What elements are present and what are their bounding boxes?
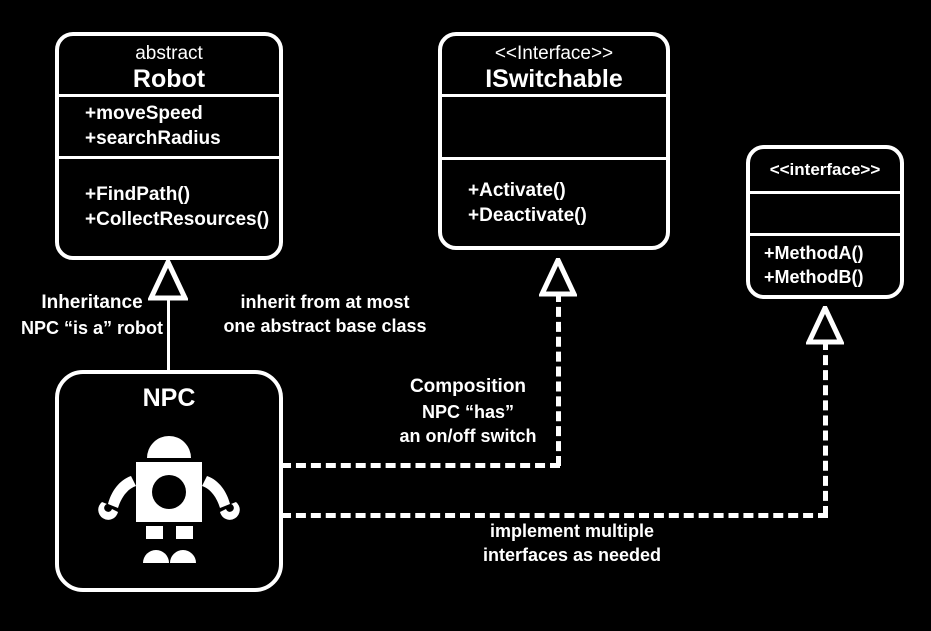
method-item: +FindPath() xyxy=(85,183,191,205)
class-name-robot: Robot xyxy=(132,64,206,93)
class-header-generic-interface: <<interface>> xyxy=(750,149,900,191)
method-item: +Activate() xyxy=(468,179,566,201)
arrowhead-generalization-robot xyxy=(148,260,188,301)
class-box-iswitchable[interactable]: <<Interface>> ISwitchable +Activate() +D… xyxy=(438,32,670,250)
note-inherit-rule: inherit from at most one abstract base c… xyxy=(200,290,450,339)
class-methods-generic-interface: +MethodA() +MethodB() xyxy=(750,233,900,295)
note-inherit-rule-line1: inherit from at most xyxy=(240,292,410,312)
connector-line-implement-vertical xyxy=(823,340,828,516)
method-item: +Deactivate() xyxy=(468,204,587,226)
class-attributes-iswitchable xyxy=(442,94,666,157)
robot-icon xyxy=(59,432,279,582)
class-header-robot: abstract Robot xyxy=(59,36,279,94)
note-composition-line1: NPC “has” xyxy=(421,401,515,422)
note-inheritance-title: Inheritance xyxy=(41,292,143,313)
connector-line-inheritance xyxy=(167,296,170,370)
note-inherit-rule-line2: one abstract base class xyxy=(223,316,427,337)
class-methods-robot: +FindPath() +CollectResources() xyxy=(59,156,279,256)
class-stereotype-robot: abstract xyxy=(135,42,203,64)
attribute-item: +searchRadius xyxy=(85,127,221,149)
connector-line-composition-vertical xyxy=(556,292,561,466)
connector-line-implement-horizontal xyxy=(281,513,828,518)
class-box-robot[interactable]: abstract Robot +moveSpeed +searchRadius … xyxy=(55,32,283,260)
note-implement-rule: implement multiple interfaces as needed xyxy=(438,519,706,568)
connector-line-composition-horizontal xyxy=(281,463,560,468)
class-box-generic-interface[interactable]: <<interface>> +MethodA() +MethodB() xyxy=(746,145,904,299)
class-methods-iswitchable: +Activate() +Deactivate() xyxy=(442,157,666,246)
class-header-iswitchable: <<Interface>> ISwitchable xyxy=(442,36,666,94)
arrowhead-realization-generic-interface xyxy=(806,306,844,345)
note-inheritance-body: NPC “is a” robot xyxy=(20,317,163,338)
attribute-item: +moveSpeed xyxy=(85,102,203,124)
arrowhead-realization-iswitchable xyxy=(539,258,577,297)
note-implement-rule-line2: interfaces as needed xyxy=(482,545,662,566)
method-item: +MethodA() xyxy=(764,243,864,264)
class-name-npc: NPC xyxy=(142,384,196,412)
method-item: +CollectResources() xyxy=(85,208,270,230)
note-inheritance: Inheritance NPC “is a” robot xyxy=(2,290,182,340)
method-item: +MethodB() xyxy=(764,266,864,287)
class-stereotype-generic-interface: <<interface>> xyxy=(769,160,881,180)
class-name-iswitchable: ISwitchable xyxy=(485,64,623,93)
note-composition-title: Composition xyxy=(409,376,527,397)
class-box-npc[interactable]: NPC xyxy=(55,370,283,592)
note-implement-rule-line1: implement multiple xyxy=(489,521,655,541)
class-attributes-generic-interface xyxy=(750,191,900,233)
note-composition: Composition NPC “has” an on/off switch xyxy=(378,374,558,448)
class-attributes-robot: +moveSpeed +searchRadius xyxy=(59,94,279,156)
class-stereotype-iswitchable: <<Interface>> xyxy=(494,42,614,64)
note-composition-line2: an on/off switch xyxy=(399,425,537,446)
